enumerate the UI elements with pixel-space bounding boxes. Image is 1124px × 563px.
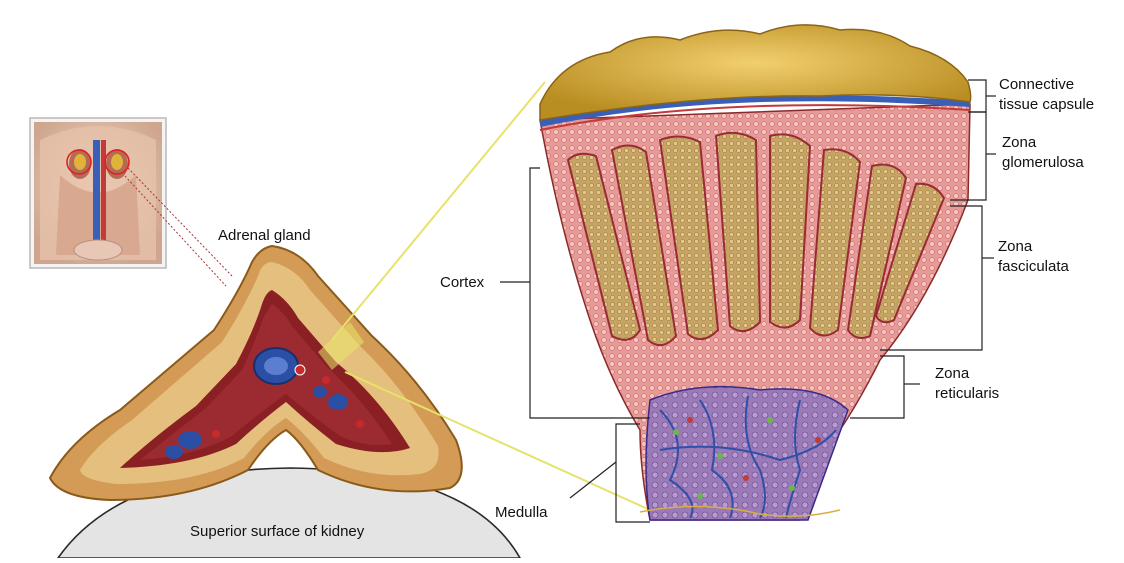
sample-region-highlight [318,322,364,370]
label-fasciculata-line1: Zona [998,238,1033,255]
adrenal-cross-section [48,244,463,502]
fasciculata-columns [566,131,946,347]
label-cortex: Cortex [440,274,485,291]
annotation-lines [500,79,996,523]
body-inset [29,117,167,269]
label-glomerulosa-line2: glomerulosa [1002,154,1084,171]
label-capsule-line2: tissue capsule [999,96,1095,113]
label-medulla: Medulla [495,504,548,521]
left-adrenal-marker [66,149,92,175]
cortex-enlargement [539,24,972,521]
medulla-cells [673,417,821,499]
label-adrenal-gland: Adrenal gland [218,227,311,244]
magnification-lines [331,81,651,511]
right-adrenal-marker [104,149,130,175]
label-fasciculata-line2: fasciculata [998,258,1069,275]
label-kidney-surface: Superior surface of kidney [190,523,365,540]
label-glomerulosa-line1: Zona [1002,134,1037,151]
fat-top [539,24,972,121]
label-reticularis-line1: Zona [935,365,970,382]
medulla-region [645,385,849,521]
label-reticularis-line2: reticularis [935,385,1000,402]
medulla-vessels [659,395,837,519]
inset-callout-lines [124,167,233,287]
capsule-layer [539,95,971,127]
label-capsule-line1: Connective [999,76,1075,93]
